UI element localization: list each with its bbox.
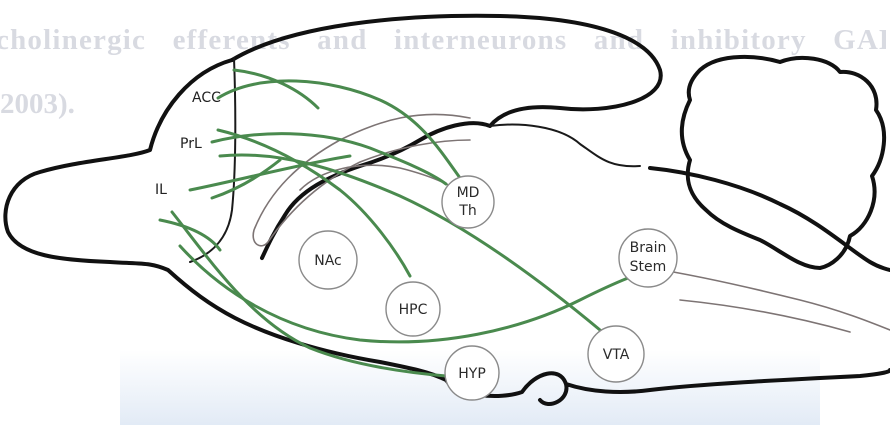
acc-label: ACC: [192, 90, 221, 106]
fiber-contour-lower-2: [680, 300, 850, 332]
region-hyp: HYP: [445, 346, 499, 400]
ventral-outline: [446, 370, 890, 404]
region-hpc: HPC: [386, 282, 440, 336]
hyp-label: HYP: [458, 366, 486, 382]
cerebellum-outline: [682, 57, 884, 268]
brainstem-outline: [650, 168, 890, 270]
region-vta: VTA: [588, 326, 644, 382]
corpus-callosum-line: [490, 125, 640, 167]
prefrontal-label-group: ACC PrL IL: [155, 90, 221, 198]
brain-stem-label-line2: Stem: [630, 259, 667, 275]
md-th-circle: [442, 176, 494, 228]
brain-stem-label-line1: Brain: [630, 240, 667, 256]
hpc-label: HPC: [399, 302, 428, 318]
il-label: IL: [155, 182, 167, 198]
brain-stem-circle: [619, 229, 677, 287]
region-brain-stem: Brain Stem: [619, 229, 677, 287]
acc-to-prefrontal-path: [234, 70, 318, 108]
md-th-label-line2: Th: [458, 203, 476, 219]
vta-label: VTA: [603, 347, 630, 363]
frontal-lobe-outline: [5, 60, 446, 380]
nac-label: NAc: [314, 253, 342, 269]
region-md-th: MD Th: [442, 176, 494, 228]
md-th-label-line1: MD: [457, 185, 480, 201]
region-nac: NAc: [299, 231, 357, 289]
prl-label: PrL: [180, 136, 202, 152]
acc-to-mdth-path: [218, 81, 460, 178]
fiber-contour-lower: [650, 268, 890, 330]
